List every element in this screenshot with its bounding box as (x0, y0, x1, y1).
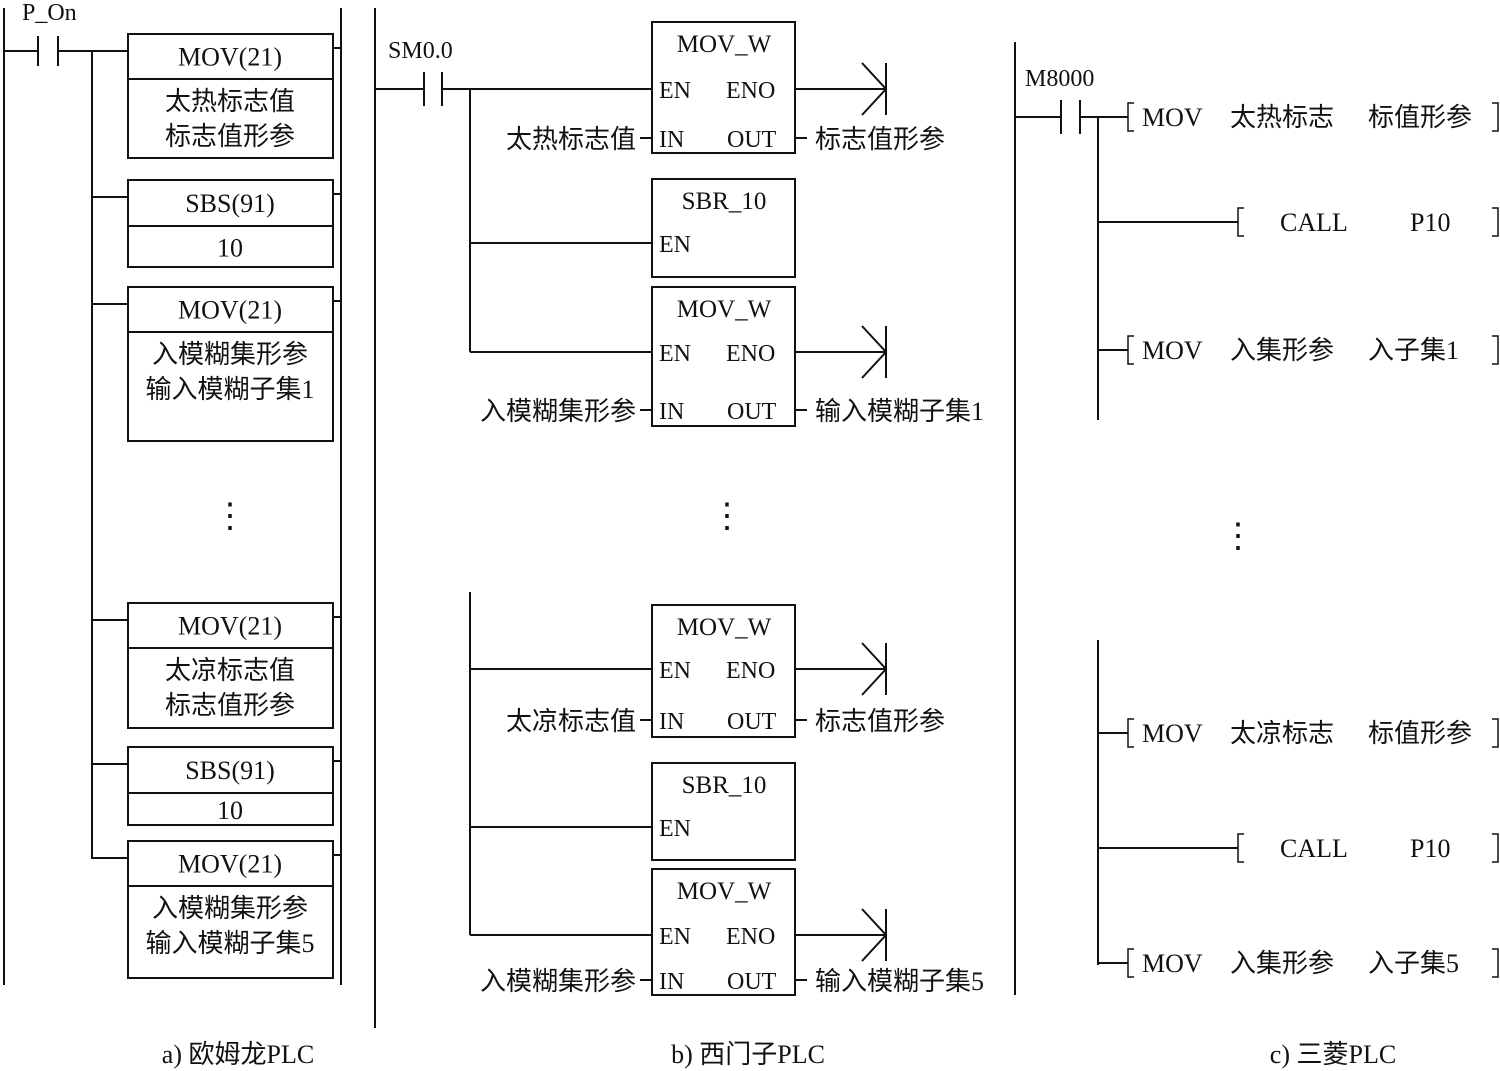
operand-text: 输入模糊子集1 (145, 375, 314, 404)
dest-operand: 入子集5 (1368, 949, 1459, 978)
pin-in: IN (659, 399, 684, 425)
omron-block: SBS(91) 10 (92, 746, 341, 826)
in-operand: 太热标志值 (506, 125, 636, 154)
in-operand: 入模糊集形参 (480, 967, 636, 996)
pin-out: OUT (727, 399, 777, 425)
out-operand: 输入模糊子集5 (815, 967, 984, 996)
in-operand: 入模糊集形参 (480, 397, 636, 426)
dest-operand: 标值形参 (1368, 103, 1472, 132)
contact-label: P_On (22, 0, 77, 26)
source-operand: 入集形参 (1230, 949, 1334, 978)
source-operand: 太热标志 (1230, 103, 1334, 132)
out-operand: 标志值形参 (815, 707, 945, 736)
pin-eno: ENO (726, 924, 775, 950)
opcode: MOV (1142, 103, 1203, 132)
pin-eno: ENO (726, 78, 775, 104)
box-title: MOV_W (677, 31, 772, 58)
opcode: CALL (1280, 834, 1348, 863)
box-title: MOV_W (677, 878, 772, 905)
siemens-box: MOV_W EN ENO IN OUT 太凉标志值 标志值形参 (470, 604, 945, 738)
dest-operand: 入子集1 (1368, 336, 1459, 365)
contact-label: SM0.0 (388, 38, 453, 64)
instruction-row: CALL P10 (1098, 833, 1499, 863)
instruction-name: MOV(21) (178, 296, 282, 325)
instruction-row: MOV 入集形参 入子集1 (1098, 335, 1499, 365)
opcode: CALL (1280, 208, 1348, 237)
instruction-name: MOV(21) (178, 612, 282, 641)
out-operand: 标志值形参 (815, 125, 945, 154)
no-contact (1015, 100, 1098, 134)
ellipsis: ⋮ (213, 498, 247, 535)
no-contact (375, 72, 470, 106)
contact-label: M8000 (1025, 66, 1094, 92)
panel-omron: P_On MOV(21)太热标志值标志值形参SBS(91)10MOV(21)入模… (3, 0, 342, 1069)
instruction-name: SBS(91) (185, 756, 275, 785)
caption: c) 三菱PLC (1270, 1040, 1396, 1069)
box-title: SBR_10 (682, 772, 767, 799)
siemens-box: MOV_W EN ENO IN OUT 入模糊集形参 输入模糊子集1 (470, 286, 984, 427)
omron-block: SBS(91) 10 (92, 179, 341, 268)
opcode: MOV (1142, 336, 1203, 365)
ellipsis: ⋮ (1221, 518, 1255, 555)
pin-out: OUT (727, 127, 777, 153)
out-operand: 输入模糊子集1 (815, 397, 984, 426)
operand-text: 10 (217, 234, 243, 263)
caption: b) 西门子PLC (671, 1040, 825, 1069)
instruction-row: MOV 入集形参 入子集5 (1098, 948, 1499, 978)
source-operand: 太凉标志 (1230, 719, 1334, 748)
operand-text: 标志值形参 (165, 691, 295, 720)
instruction-name: MOV(21) (178, 43, 282, 72)
box-title: MOV_W (677, 296, 772, 323)
pin-eno: ENO (726, 658, 775, 684)
operand-text: 入模糊集形参 (152, 340, 308, 369)
pin-in: IN (659, 709, 684, 735)
pin-en: EN (659, 232, 691, 258)
operand-text: 太热标志值 (165, 87, 295, 116)
instruction-row: MOV 太凉标志 标值形参 (1098, 718, 1499, 748)
dest-operand: 标值形参 (1368, 719, 1472, 748)
pin-en: EN (659, 816, 691, 842)
pin-en: EN (659, 924, 691, 950)
ellipsis: ⋮ (710, 498, 744, 535)
operand-text: 标志值形参 (165, 122, 295, 151)
instruction-name: MOV(21) (178, 850, 282, 879)
instruction-row: MOV 太热标志 标值形参 (1098, 102, 1499, 132)
pin-en: EN (659, 341, 691, 367)
source-operand: 入集形参 (1230, 336, 1334, 365)
opcode: MOV (1142, 719, 1203, 748)
siemens-box: MOV_W EN ENO IN OUT 入模糊集形参 输入模糊子集5 (470, 868, 984, 996)
caption: a) 欧姆龙PLC (162, 1040, 314, 1069)
pin-out: OUT (727, 709, 777, 735)
instruction-row: CALL P10 (1098, 207, 1499, 237)
call-target: P10 (1410, 834, 1450, 863)
opcode: MOV (1142, 949, 1203, 978)
operand-text: 太凉标志值 (165, 656, 295, 685)
box-title: MOV_W (677, 614, 772, 641)
pin-in: IN (659, 969, 684, 995)
pin-en: EN (659, 78, 691, 104)
pin-en: EN (659, 658, 691, 684)
pin-eno: ENO (726, 341, 775, 367)
box-title: SBR_10 (682, 188, 767, 215)
pin-in: IN (659, 127, 684, 153)
siemens-box: MOV_W EN ENO IN OUT 太热标志值 标志值形参 (470, 21, 945, 154)
in-operand: 太凉标志值 (506, 707, 636, 736)
instruction-name: SBS(91) (185, 189, 275, 218)
operand-text: 入模糊集形参 (152, 894, 308, 923)
operand-text: 输入模糊子集5 (145, 929, 314, 958)
pin-out: OUT (727, 969, 777, 995)
operand-text: 10 (217, 796, 243, 825)
call-target: P10 (1410, 208, 1450, 237)
